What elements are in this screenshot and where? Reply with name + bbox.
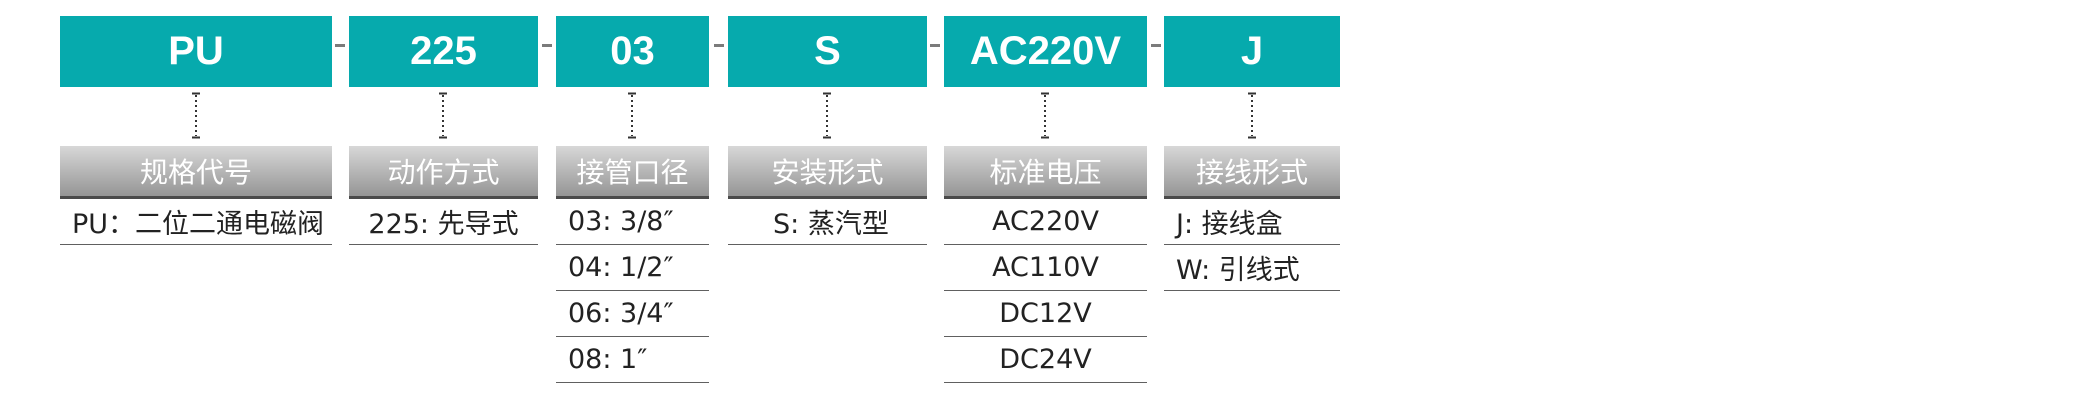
code-box-03: 03 xyxy=(556,16,709,87)
separator-dash xyxy=(542,44,552,47)
option-row: W: 引线式 xyxy=(1164,245,1340,291)
connector-03 xyxy=(628,92,636,139)
option-row: 225: 先导式 xyxy=(349,199,538,245)
separator-dash xyxy=(714,44,724,47)
code-box-ac220v: AC220V xyxy=(944,16,1147,87)
option-row: AC110V xyxy=(944,245,1147,291)
connector-225 xyxy=(439,92,447,139)
code-box-225: 225 xyxy=(349,16,538,87)
option-row: DC12V xyxy=(944,291,1147,337)
connector-ac220v xyxy=(1041,92,1049,139)
category-header-install-type: 安装形式 xyxy=(728,146,927,199)
option-row: DC24V xyxy=(944,337,1147,383)
option-row: AC220V xyxy=(944,199,1147,245)
option-row: J: 接线盒 xyxy=(1164,199,1340,245)
separator-dash xyxy=(335,44,345,47)
option-row: 04: 1/2″ xyxy=(556,245,709,291)
option-row: 03: 3/8″ xyxy=(556,199,709,245)
category-header-port-size: 接管口径 xyxy=(556,146,709,199)
category-header-standard-voltage: 标准电压 xyxy=(944,146,1147,199)
connector-s xyxy=(823,92,831,139)
code-box-s: S xyxy=(728,16,927,87)
category-header-wiring-type: 接线形式 xyxy=(1164,146,1340,199)
option-row: 08: 1″ xyxy=(556,337,709,383)
separator-dash xyxy=(1151,44,1161,47)
code-box-pu: PU xyxy=(60,16,332,87)
connector-pu xyxy=(192,92,200,139)
option-row: PU：二位二通电磁阀 xyxy=(60,199,332,245)
connector-j xyxy=(1248,92,1256,139)
category-header-spec-code: 规格代号 xyxy=(60,146,332,199)
code-box-j: J xyxy=(1164,16,1340,87)
option-row: 06: 3/4″ xyxy=(556,291,709,337)
category-header-action-mode: 动作方式 xyxy=(349,146,538,199)
separator-dash xyxy=(930,44,940,47)
option-row: S: 蒸汽型 xyxy=(728,199,927,245)
